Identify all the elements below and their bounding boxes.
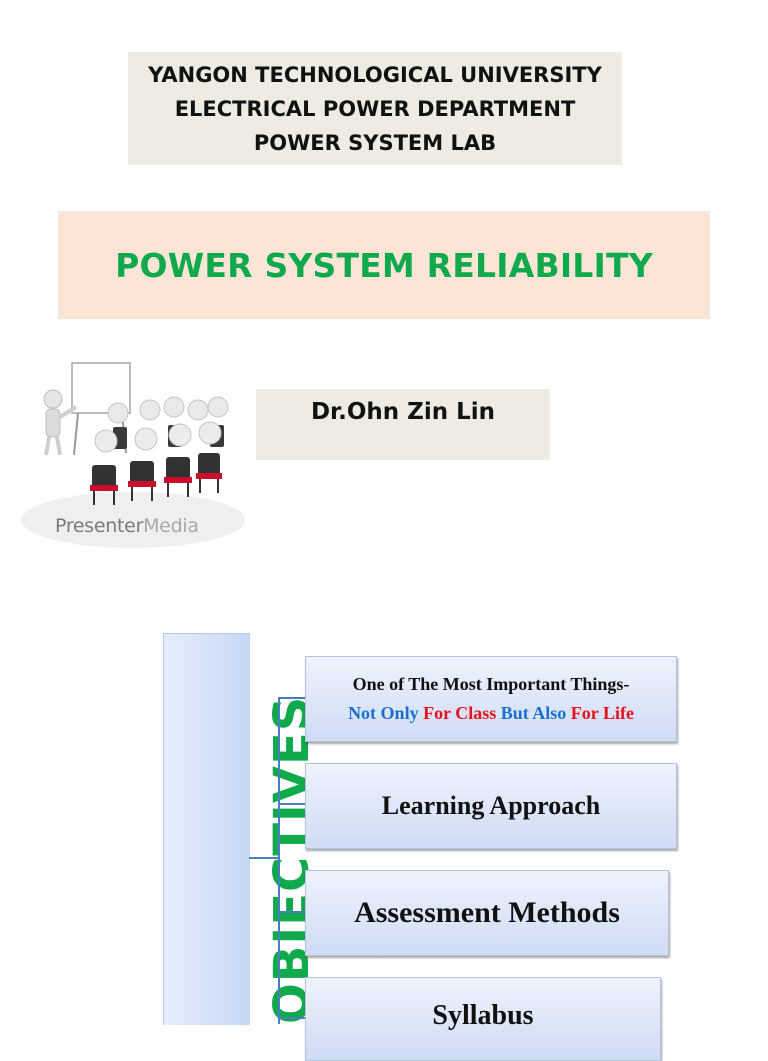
objective-assessment-label: Assessment Methods [354, 896, 620, 929]
connector-2 [278, 803, 305, 805]
connector-spine [278, 697, 280, 1024]
objective-learning-label: Learning Approach [381, 791, 601, 820]
lab-name: POWER SYSTEM LAB [253, 130, 497, 155]
objective-box-importance: One of The Most Important Things- Not On… [305, 656, 677, 742]
objective-syllabus-label: Syllabus [432, 1000, 534, 1031]
connector-3 [278, 911, 305, 913]
objectives-bar [163, 633, 250, 1025]
presentation-clipart [21, 362, 245, 548]
connector-stem [249, 857, 279, 859]
objective-importance-line1: One of The Most Important Things- [352, 674, 630, 694]
page-title: POWER SYSTEM RELIABILITY [115, 245, 653, 285]
department-name: ELECTRICAL POWER DEPARTMENT [174, 96, 576, 121]
title-box: POWER SYSTEM RELIABILITY [58, 211, 710, 319]
objective-box-learning: Learning Approach [305, 763, 677, 849]
presentermedia-logo: PresenterMedia [55, 515, 199, 537]
university-name: YANGON TECHNOLOGICAL UNIVERSITY [148, 62, 602, 87]
connector-4 [278, 1017, 305, 1019]
objective-box-assessment: Assessment Methods [305, 870, 669, 956]
objective-importance-line2: Not Only For Class But Also For Life [348, 703, 634, 723]
header-box: YANGON TECHNOLOGICAL UNIVERSITY ELECTRIC… [128, 52, 622, 165]
author-box: Dr.Ohn Zin Lin [256, 389, 550, 460]
connector-1 [278, 697, 305, 699]
author-name: Dr.Ohn Zin Lin [310, 399, 496, 425]
objective-box-syllabus: Syllabus [305, 977, 661, 1061]
